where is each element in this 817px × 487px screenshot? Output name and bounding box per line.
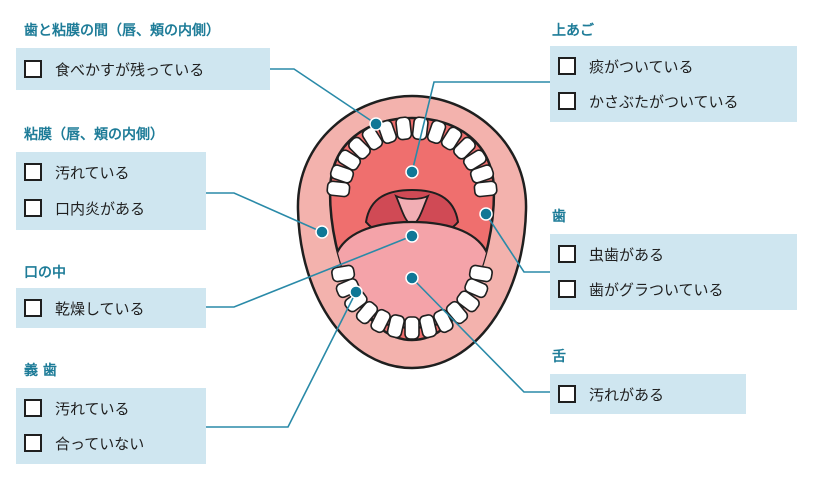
checklist-item-label: かさぶたがついている (589, 92, 739, 111)
leader-line-upper-palate (411, 81, 550, 173)
tooth (456, 290, 480, 313)
checklist-item-label: 汚れがある (589, 385, 665, 404)
tooth (453, 136, 476, 160)
group-title-mucosa: 粘膜（唇、頬の内側） (24, 127, 164, 143)
marker-dot-teeth (479, 207, 493, 221)
tooth (337, 149, 362, 171)
checkbox[interactable] (558, 92, 576, 110)
tooth (426, 119, 447, 145)
checklist-item[interactable]: 汚れている (24, 396, 130, 420)
checkbox[interactable] (24, 399, 42, 417)
checklist-item-label: 痰がついている (589, 57, 694, 76)
checkbox[interactable] (24, 60, 42, 78)
tooth (469, 164, 495, 184)
checklist-item-label: 汚れている (55, 399, 130, 418)
tooth (464, 278, 489, 299)
tooth (329, 164, 355, 184)
checklist-item-label: 食べかすが残っている (55, 60, 205, 79)
tooth (370, 308, 391, 334)
checkbox[interactable] (558, 385, 576, 403)
tooth (361, 126, 384, 151)
marker-dots (315, 117, 493, 299)
checkbox[interactable] (24, 299, 42, 317)
checklist-item[interactable]: 口内炎がある (24, 196, 145, 220)
tooth (355, 300, 379, 325)
leader-line-mouth-interior (206, 235, 413, 308)
leader-line-mucosa (206, 192, 323, 233)
tooth (386, 314, 406, 339)
checklist-item[interactable]: 汚れている (24, 160, 130, 184)
group-title-tongue: 舌 (552, 349, 566, 365)
group-title-upper-palate: 上あご (552, 23, 594, 39)
checklist-box-tongue: 汚れがある (550, 374, 746, 414)
checklist-item[interactable]: 合っていない (24, 431, 144, 455)
checklist-item-label: 口内炎がある (55, 199, 146, 218)
checklist-item-label: 歯がグラついている (589, 280, 724, 299)
checkbox[interactable] (24, 434, 42, 452)
group-title-mouth-interior: 口の中 (24, 265, 66, 281)
tooth (462, 149, 487, 171)
checklist-item-label: 汚れている (55, 163, 130, 182)
checklist-item[interactable]: 虫歯がある (558, 242, 664, 266)
checklist-box-upper-palate: 痰がついている かさぶたがついている (550, 46, 797, 122)
marker-dot-upper-palate (405, 165, 419, 179)
checklist-item[interactable]: 歯がグラついている (558, 277, 724, 301)
tooth (445, 300, 469, 325)
teeth (326, 116, 498, 340)
leader-line-teeth (485, 213, 550, 273)
uvula (394, 194, 430, 228)
checklist-box-mucosa: 汚れている 口内炎がある (16, 152, 206, 230)
marker-dot-mucosa (315, 225, 329, 239)
leader-line-teeth-and-gums-inner (270, 68, 377, 125)
tooth (418, 314, 438, 339)
leader-lines (206, 68, 550, 428)
tooth (473, 180, 498, 198)
marker-dot-teeth-and-gums-inner (369, 117, 383, 131)
tooth (404, 316, 420, 340)
checklist-box-teeth: 虫歯がある 歯がグラついている (550, 234, 797, 310)
group-title-teeth: 歯 (552, 209, 566, 225)
checkbox[interactable] (24, 163, 42, 181)
checklist-item-label: 虫歯がある (589, 245, 665, 264)
marker-dot-mouth-interior (405, 229, 419, 243)
group-title-teeth-and-gums-inner: 歯と粘膜の間（唇、頬の内側） (24, 23, 220, 39)
marker-dot-dentures (349, 285, 363, 299)
checklist-item[interactable]: 食べかすが残っている (24, 57, 204, 81)
checklist-item[interactable]: 痰がついている (558, 54, 694, 78)
tooth (331, 264, 356, 283)
marker-dot-tongue (405, 271, 419, 285)
checklist-item[interactable]: かさぶたがついている (558, 89, 739, 113)
checkbox[interactable] (24, 199, 42, 217)
checklist-item[interactable]: 乾燥している (24, 296, 145, 320)
leader-line-tongue (411, 277, 550, 393)
checkbox[interactable] (558, 280, 576, 298)
leader-line-dentures (206, 291, 357, 428)
tooth (395, 116, 413, 141)
checklist-item[interactable]: 汚れがある (558, 382, 664, 406)
checklist-box-mouth-interior: 乾燥している (16, 288, 206, 328)
tooth (348, 136, 371, 160)
tooth (377, 119, 398, 145)
checkbox[interactable] (558, 245, 576, 263)
tooth (326, 180, 351, 198)
tooth (440, 126, 463, 151)
checkbox[interactable] (558, 57, 576, 75)
checklist-item-label: 合っていない (55, 434, 145, 453)
tooth (468, 264, 493, 283)
checklist-box-dentures: 汚れている 合っていない (16, 388, 206, 464)
group-title-dentures: 義 歯 (24, 363, 57, 379)
checklist-box-teeth-and-gums-inner: 食べかすが残っている (16, 48, 270, 90)
checklist-item-label: 乾燥している (55, 299, 145, 318)
